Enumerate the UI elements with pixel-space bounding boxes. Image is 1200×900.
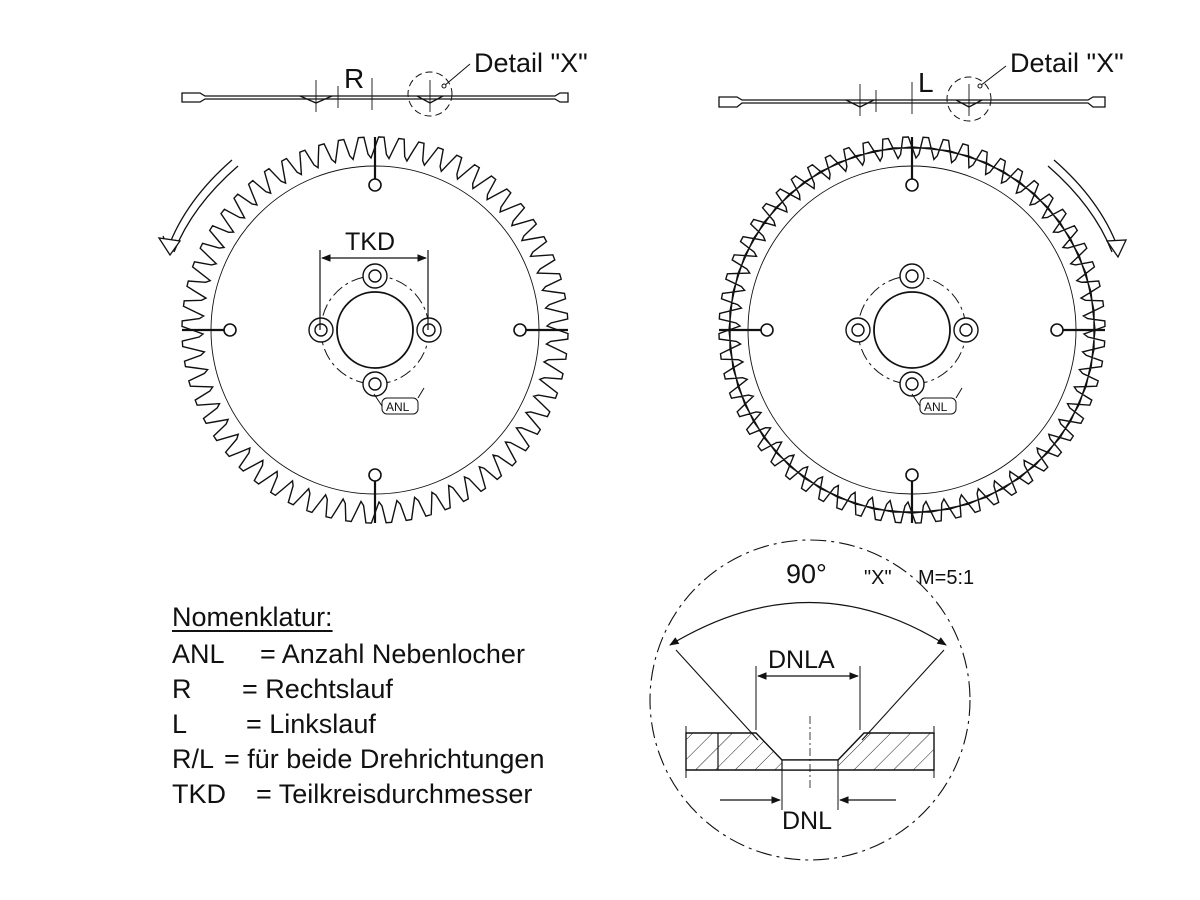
center-bore bbox=[336, 291, 414, 369]
rotation-arrow-right-head bbox=[1105, 239, 1128, 259]
blade-front-view-left bbox=[718, 136, 1106, 524]
blade-front-view-right bbox=[181, 136, 569, 524]
legend-text: = Anzahl Nebenlocher bbox=[260, 639, 525, 669]
angle-label: 90° bbox=[786, 559, 827, 589]
legend-abbr: R/L bbox=[172, 744, 215, 774]
pinhole-inner bbox=[314, 323, 328, 337]
slot-end-hole bbox=[1050, 323, 1064, 337]
center-bore bbox=[873, 291, 951, 369]
legend-row-r: R = Rechtslauf bbox=[172, 672, 592, 707]
detail-callout-left: Detail "X" bbox=[474, 48, 588, 78]
slot-end-hole bbox=[905, 178, 919, 192]
legend-abbr: L bbox=[172, 709, 188, 739]
tkd-dimension bbox=[319, 250, 429, 330]
anl-tag-right bbox=[911, 387, 963, 415]
side-view-right-rotation bbox=[181, 63, 569, 117]
pinhole-inner bbox=[905, 377, 919, 391]
legend-text: = für beide Drehrichtungen bbox=[224, 744, 545, 774]
legend-text: = Rechtslauf bbox=[242, 674, 393, 704]
slot-end-hole bbox=[223, 323, 237, 337]
slot-end-hole bbox=[905, 468, 919, 482]
side-view-left-rotation bbox=[718, 65, 1106, 122]
detail-x-view bbox=[649, 539, 971, 861]
slot-end-hole bbox=[368, 178, 382, 192]
tkd-label: TKD bbox=[345, 228, 395, 256]
rotation-label-right: R bbox=[344, 63, 364, 94]
nomenclature-legend: Nomenklatur: ANL = Anzahl Nebenlocher R = … bbox=[172, 600, 592, 812]
pinhole-inner bbox=[905, 269, 919, 283]
dnla-label: DNLA bbox=[768, 646, 835, 674]
rotation-label-left: L bbox=[918, 67, 934, 98]
dnl-label: DNL bbox=[782, 807, 832, 835]
pinhole-inner bbox=[422, 323, 436, 337]
scale-label: M=5:1 bbox=[918, 567, 974, 589]
pinhole-inner bbox=[959, 323, 973, 337]
pinhole-inner bbox=[368, 377, 382, 391]
legend-row-tkd: TKD = Teilkreisdurchmesser bbox=[172, 777, 592, 812]
detail-x-mark: "X" bbox=[864, 567, 892, 589]
legend-abbr: R bbox=[172, 674, 192, 704]
slot-end-hole bbox=[368, 468, 382, 482]
legend-text: = Linkslauf bbox=[246, 709, 376, 739]
nomenclature-title: Nomenklatur: bbox=[172, 602, 333, 632]
pinhole-inner bbox=[368, 269, 382, 283]
legend-text: = Teilkreisdurchmesser bbox=[256, 779, 533, 809]
legend-row-anl: ANL = Anzahl Nebenlocher bbox=[172, 637, 592, 672]
anl-label-left: ANL bbox=[386, 400, 410, 414]
anl-tag-left bbox=[373, 387, 425, 415]
pinhole-inner bbox=[851, 323, 865, 337]
legend-abbr: ANL bbox=[172, 639, 225, 669]
anl-label-right: ANL bbox=[924, 400, 948, 414]
slot-end-hole bbox=[760, 323, 774, 337]
detail-callout-right: Detail "X" bbox=[1010, 48, 1124, 78]
rotation-arrow-left-head bbox=[157, 237, 182, 257]
slot-end-hole bbox=[513, 323, 527, 337]
legend-abbr: TKD bbox=[172, 779, 226, 809]
legend-row-l: L = Linkslauf bbox=[172, 707, 592, 742]
legend-row-rl: R/L = für beide Drehrichtungen bbox=[172, 742, 592, 777]
